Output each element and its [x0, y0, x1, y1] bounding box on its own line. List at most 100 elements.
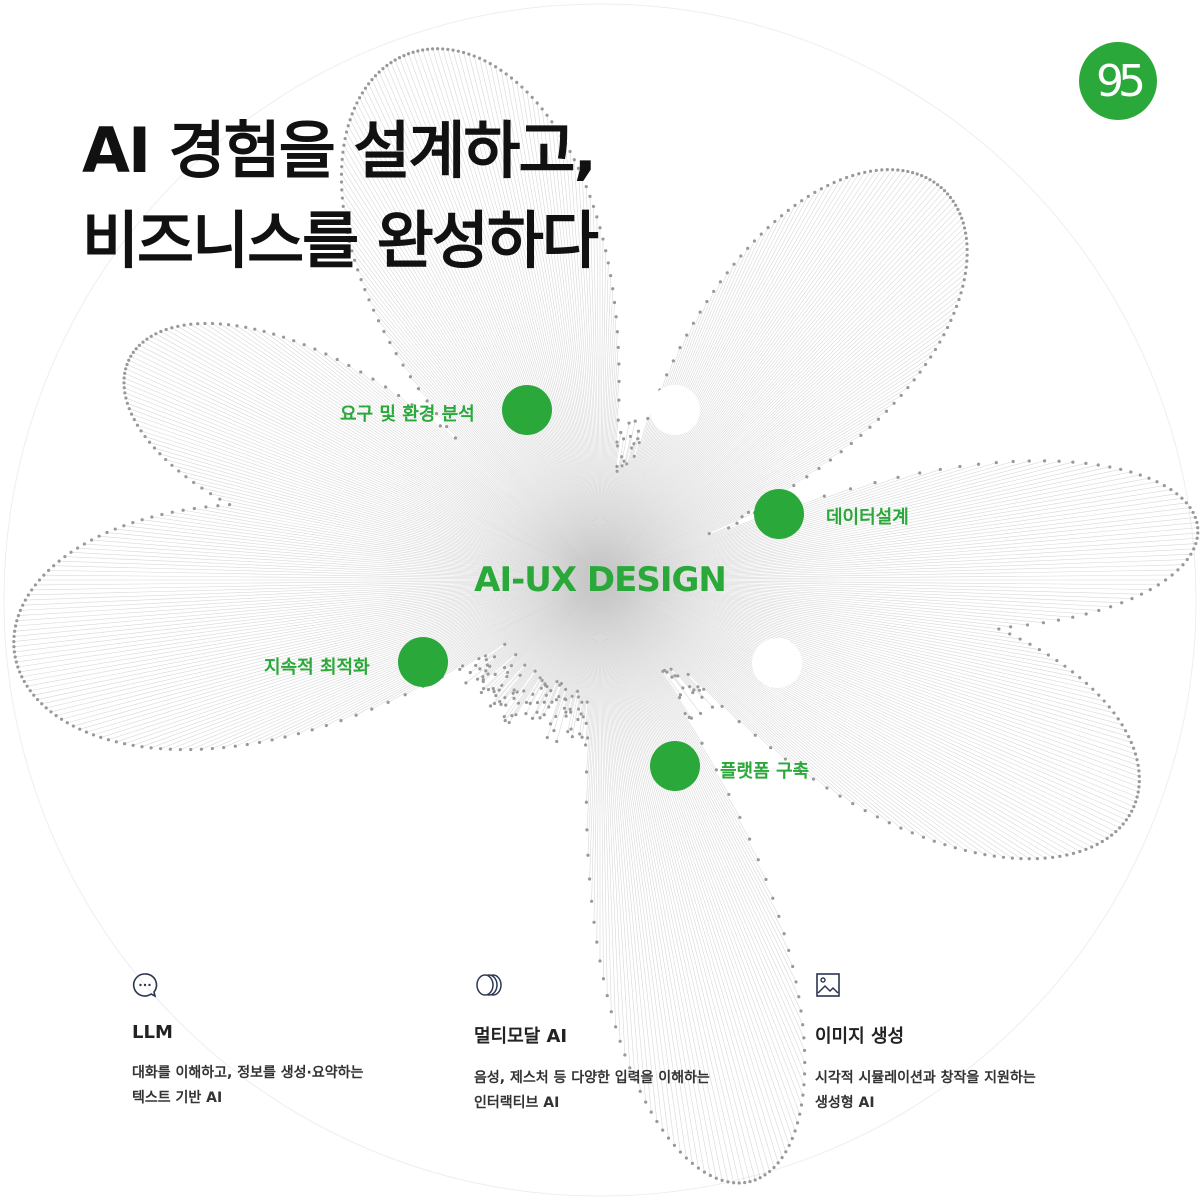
ray-dot [492, 690, 495, 693]
node-optimization[interactable] [398, 637, 448, 687]
ray-dot [1078, 676, 1081, 679]
ray-dot [712, 290, 715, 293]
ray-dot [169, 748, 172, 751]
ray-dot [1071, 670, 1074, 673]
ray-dot [888, 821, 891, 824]
ray-dot [421, 48, 424, 51]
ray-dot [797, 995, 800, 998]
ray-dot [385, 64, 388, 67]
ray-dot [124, 367, 127, 370]
ray-dot [389, 61, 392, 64]
ray-dot [148, 441, 151, 444]
ray-dot [1132, 747, 1135, 750]
ray-dot [1096, 843, 1099, 846]
ray-dot [313, 348, 316, 351]
ray-dot [563, 707, 566, 710]
ray-dot [715, 1177, 718, 1180]
ray-dot [476, 678, 479, 681]
ray-dot [826, 184, 829, 187]
ray-dot [412, 51, 415, 54]
ray-dot [1106, 837, 1109, 840]
ray-dot [787, 949, 790, 952]
ray-dot [699, 712, 702, 715]
logo-95[interactable]: 95 [1079, 42, 1157, 120]
ray-dot [920, 174, 923, 177]
ray-dot [773, 220, 776, 223]
ray-dot [546, 736, 549, 739]
ray-dot [963, 278, 966, 281]
node-data-design[interactable] [754, 489, 804, 539]
ray-dot [123, 386, 126, 389]
ray-dot [426, 48, 429, 51]
ray-dot [851, 174, 854, 177]
ray-dot [569, 727, 572, 730]
ray-dot [792, 484, 795, 487]
ray-dot [1072, 852, 1075, 855]
ray-dot [949, 196, 952, 199]
ray-dot [401, 363, 404, 366]
ray-dot [719, 280, 722, 283]
ray-dot [15, 619, 18, 622]
ray-dot [1026, 623, 1029, 626]
ray-dot [512, 688, 515, 691]
ray-dot [98, 535, 101, 538]
ray-dot [54, 714, 57, 717]
ray-dot [576, 718, 579, 721]
ray-dot [14, 655, 17, 658]
ray-dot [738, 720, 741, 723]
ray-dot [1128, 814, 1131, 817]
ray-dot [436, 47, 439, 50]
ray-dot [504, 719, 507, 722]
ray-dot [416, 49, 419, 52]
ray-dot [738, 1181, 741, 1184]
ray-dot [531, 96, 534, 99]
ray-dot [1196, 537, 1199, 540]
ray-dot [510, 714, 513, 717]
ray-dot [486, 672, 489, 675]
ray-dot [764, 878, 767, 881]
ray-dot [141, 340, 144, 343]
ray-dot [311, 728, 314, 731]
ray-dot [1137, 769, 1140, 772]
ray-dot [1085, 682, 1088, 685]
node-label-optimization: 지속적 최적화 [264, 653, 370, 679]
ray-dot [1180, 497, 1183, 500]
ray-dot [1129, 470, 1132, 473]
ray-dot [747, 511, 750, 514]
ray-dot [679, 693, 682, 696]
ray-dot [788, 1144, 791, 1147]
ray-dot [246, 743, 249, 746]
ray-dot [801, 1094, 804, 1097]
ray-dot [83, 542, 86, 545]
ray-dot [959, 291, 962, 294]
ray-dot [928, 178, 931, 181]
ray-dot [766, 226, 769, 229]
ray-dot [480, 691, 483, 694]
ray-dot [404, 693, 407, 696]
ray-dot [397, 394, 400, 397]
ray-dot [911, 831, 914, 834]
ray-dot [877, 418, 880, 421]
ray-dot [929, 355, 932, 358]
ray-dot [1138, 775, 1141, 778]
ray-dot [105, 531, 108, 534]
ray-dot [1108, 705, 1111, 708]
ray-dot [634, 420, 637, 423]
ray-dot [780, 214, 783, 217]
ray-dot [840, 450, 843, 453]
ray-dot [325, 724, 328, 727]
ray-dot [586, 854, 589, 857]
ray-dot [934, 348, 937, 351]
ray-dot [303, 343, 306, 346]
ray-dot [667, 1136, 670, 1139]
ray-dot [849, 487, 852, 490]
node-requirements[interactable] [502, 385, 552, 435]
node-platform[interactable] [650, 741, 700, 791]
ray-dot [1137, 790, 1140, 793]
ray-dot [160, 513, 163, 516]
ray-dot [691, 691, 694, 694]
ray-dot [1185, 501, 1188, 504]
ray-dot [417, 387, 420, 390]
ray-dot [1196, 531, 1199, 534]
ray-dot [159, 330, 162, 333]
